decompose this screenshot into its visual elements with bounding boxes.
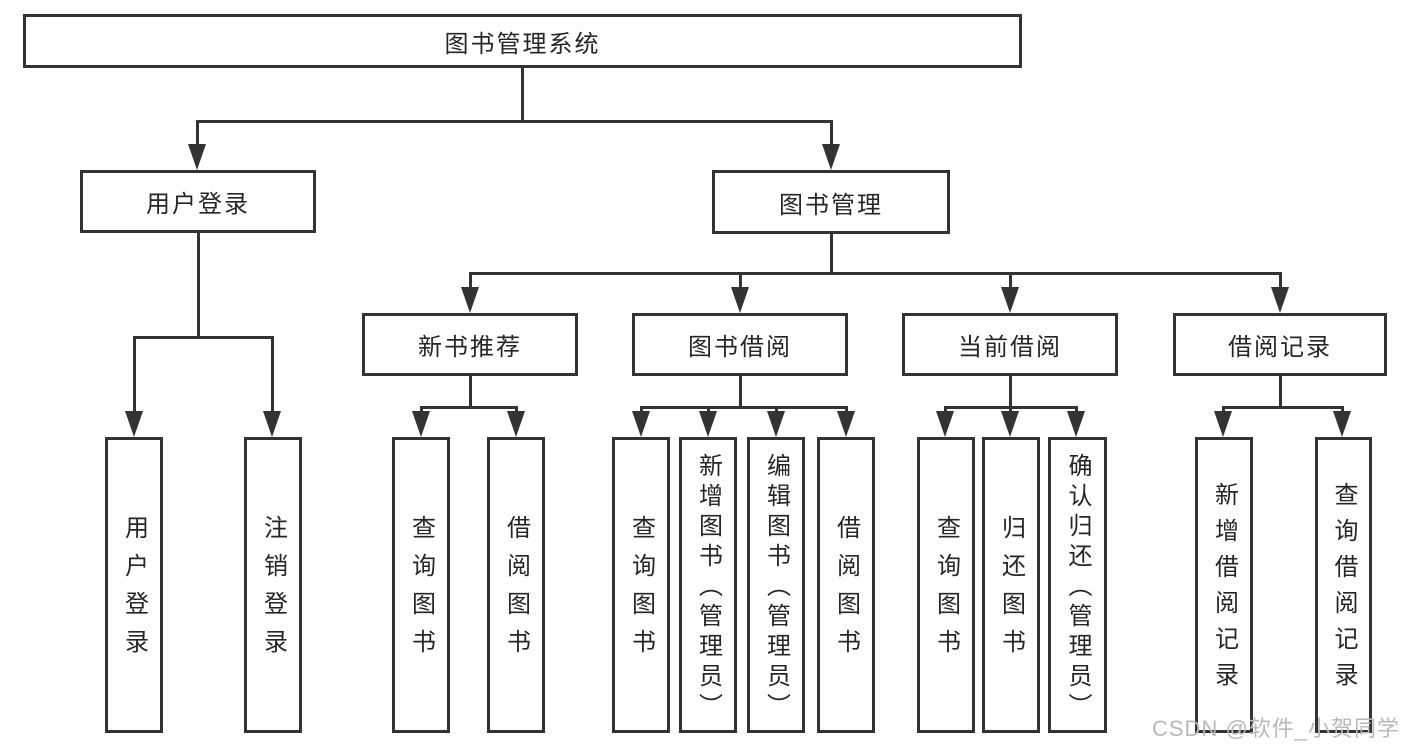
- arrowhead-icon: [837, 411, 855, 437]
- arrowhead-icon: [461, 287, 479, 313]
- node-label: 借阅记录: [1228, 334, 1332, 361]
- csdn-watermark: CSDN @软件_小贺同学: [1152, 716, 1401, 741]
- connector-line: [640, 406, 847, 409]
- arrowhead-icon: [188, 144, 206, 170]
- leaf-label: 注销登录: [259, 515, 287, 667]
- leaf-add-books-admin: 新增图书（管理员）: [679, 437, 737, 733]
- node-book-borrow: 图书借阅: [632, 313, 848, 376]
- leaf-label: 查询借阅记录: [1330, 482, 1357, 698]
- connector-line: [271, 336, 274, 416]
- connector-line: [830, 120, 833, 148]
- arrowhead-icon: [1001, 411, 1019, 437]
- connector-line: [1279, 272, 1282, 290]
- leaf-edit-books-admin: 编辑图书（管理员）: [747, 437, 805, 733]
- connector-line: [469, 272, 472, 290]
- node-label: 用户登录: [146, 191, 250, 218]
- connector-line: [1009, 376, 1012, 406]
- leaf-confirm-return-admin: 确认归还（管理员）: [1048, 437, 1107, 733]
- node-label: 图书管理系统: [444, 30, 601, 58]
- node-borrow-records: 借阅记录: [1173, 313, 1387, 376]
- leaf-label: 用户登录: [120, 515, 148, 667]
- connector-line: [133, 336, 274, 339]
- connector-line: [196, 120, 199, 148]
- leaf-return-books: 归还图书: [982, 437, 1040, 733]
- connector-line: [1009, 272, 1012, 290]
- arrowhead-icon: [125, 411, 143, 437]
- connector-line: [1279, 376, 1282, 406]
- connector-line: [420, 406, 518, 409]
- leaf-label: 查询图书: [407, 515, 435, 667]
- connector-line: [521, 68, 524, 120]
- node-user-login: 用户登录: [80, 170, 316, 233]
- arrowhead-icon: [1333, 411, 1351, 437]
- connector-line: [739, 376, 742, 406]
- connector-line: [469, 376, 472, 406]
- node-label: 图书借阅: [688, 334, 792, 361]
- connector-line: [469, 272, 1282, 275]
- leaf-add-borrow-record: 新增借阅记录: [1195, 437, 1253, 733]
- arrowhead-icon: [263, 411, 281, 437]
- node-label: 新书推荐: [418, 334, 522, 361]
- connector-line: [196, 120, 833, 123]
- arrowhead-icon: [632, 411, 650, 437]
- leaf-borrow-books-recommend: 借阅图书: [487, 437, 545, 733]
- node-label: 图书管理: [779, 191, 883, 219]
- node-current-borrow: 当前借阅: [902, 313, 1118, 376]
- leaf-label: 查询图书: [627, 515, 655, 667]
- leaf-label: 归还图书: [997, 515, 1025, 667]
- leaf-label: 新增图书（管理员）: [694, 452, 722, 723]
- leaf-query-books-borrow: 查询图书: [612, 437, 670, 733]
- connector-line: [739, 272, 742, 290]
- arrowhead-icon: [731, 287, 749, 313]
- arrowhead-icon: [822, 144, 840, 170]
- leaf-user-login: 用户登录: [105, 437, 163, 733]
- node-root: 图书管理系统: [23, 14, 1022, 68]
- connector-line: [1222, 406, 1344, 409]
- leaf-label: 编辑图书（管理员）: [762, 452, 790, 723]
- connector-line: [830, 234, 833, 272]
- connector-line: [197, 233, 200, 336]
- connector-line: [133, 336, 136, 416]
- arrowhead-icon: [412, 411, 430, 437]
- node-label: 当前借阅: [958, 334, 1062, 361]
- leaf-query-borrow-record: 查询借阅记录: [1315, 437, 1372, 733]
- leaf-label: 借阅图书: [502, 515, 530, 667]
- arrowhead-icon: [1001, 287, 1019, 313]
- leaf-label: 借阅图书: [832, 515, 860, 667]
- arrowhead-icon: [1271, 287, 1289, 313]
- leaf-query-books-current: 查询图书: [917, 437, 975, 733]
- arrowhead-icon: [1067, 411, 1085, 437]
- arrowhead-icon: [1214, 411, 1232, 437]
- leaf-logout: 注销登录: [244, 437, 302, 733]
- leaf-label: 新增借阅记录: [1210, 482, 1238, 698]
- leaf-label: 确认归还（管理员）: [1064, 452, 1091, 723]
- arrowhead-icon: [936, 411, 954, 437]
- leaf-query-books-recommend: 查询图书: [392, 437, 450, 733]
- arrowhead-icon: [507, 411, 525, 437]
- node-book-management: 图书管理: [712, 170, 950, 234]
- node-new-book-recommend: 新书推荐: [362, 313, 578, 376]
- leaf-label: 查询图书: [932, 515, 960, 667]
- leaf-borrow-books: 借阅图书: [817, 437, 875, 733]
- arrowhead-icon: [699, 411, 717, 437]
- arrowhead-icon: [767, 411, 785, 437]
